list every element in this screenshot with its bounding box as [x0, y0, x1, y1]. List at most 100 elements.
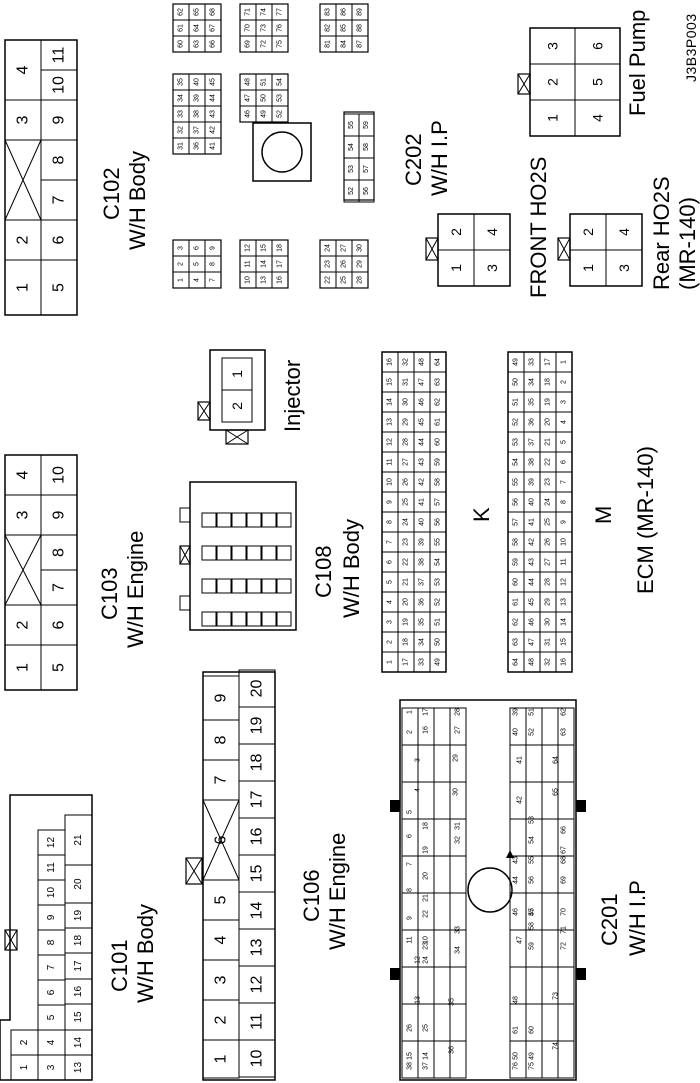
- locking-tab-mark: [4, 929, 18, 951]
- pin-number: 40: [194, 78, 201, 86]
- pin-number: 5: [561, 440, 568, 444]
- pin-number: 72: [561, 942, 568, 950]
- pin-number: 81: [325, 40, 332, 48]
- pin-number: 70: [245, 24, 252, 32]
- pin-number: 2: [580, 228, 596, 236]
- pin-number: 16: [561, 658, 568, 666]
- pin-cavity: [449, 781, 467, 820]
- pin-number: 43: [529, 558, 536, 566]
- pin-number: 14: [261, 260, 268, 268]
- pin-cavity: [201, 545, 217, 561]
- pin-number: 7: [210, 278, 217, 282]
- pin-number: 20: [403, 598, 410, 606]
- pin-number: 16: [423, 726, 430, 734]
- pin-number: 8: [51, 548, 68, 557]
- pin-number: 37: [419, 578, 426, 586]
- pin-number: 52: [529, 728, 536, 736]
- pin-number: 7: [46, 964, 57, 970]
- pin-number: 33: [419, 658, 426, 666]
- pin-cavity: [231, 578, 247, 594]
- pin-number: 54: [348, 143, 355, 151]
- pin-number: 22: [423, 910, 430, 918]
- pin-number: 66: [561, 826, 568, 834]
- grommet: [261, 131, 303, 173]
- pin-number: 7: [51, 583, 68, 592]
- pin-cavity: [557, 1003, 575, 1042]
- pin-number: 46: [529, 618, 536, 626]
- pin-number: 29: [357, 260, 364, 268]
- pin-number: 45: [529, 908, 536, 916]
- pin-cavity: [238, 669, 276, 708]
- locking-tab-mark: [179, 545, 191, 565]
- pin-number: 73: [261, 24, 268, 32]
- locking-tab: [4, 929, 18, 951]
- pin-number: 87: [357, 40, 364, 48]
- fuel-pump-label: Fuel Pump: [625, 9, 650, 116]
- pin-number: 10: [387, 478, 394, 486]
- pin-number: 22: [545, 458, 552, 466]
- pin-number: 26: [545, 538, 552, 546]
- pin-number: 12: [561, 578, 568, 586]
- pin-number: 18: [545, 378, 552, 386]
- pin-number: 28: [545, 578, 552, 586]
- pin-number: 14: [73, 1037, 84, 1049]
- pin-number: 11: [407, 936, 414, 943]
- pin-number: 15: [407, 1052, 414, 1060]
- pin-number: 26: [407, 1024, 414, 1032]
- pin-cavity: [401, 1003, 419, 1042]
- pin-number: 51: [261, 78, 268, 86]
- pin-number: 74: [261, 8, 268, 16]
- pin-number: 9: [51, 510, 68, 519]
- pin-number: 16: [73, 986, 84, 998]
- pin-cavity: [276, 578, 292, 594]
- pin-number: 66: [210, 40, 217, 48]
- pin-number: 17: [277, 260, 284, 268]
- pin-number: 9: [387, 500, 394, 504]
- pin-cavity: [246, 512, 262, 528]
- pin-number: 31: [403, 378, 410, 386]
- pin-number: 24: [403, 518, 410, 526]
- pin-number: 64: [553, 756, 560, 764]
- guide-post: [179, 507, 191, 523]
- pin-cavity: [204, 3, 222, 21]
- pin-number: 18: [403, 638, 410, 646]
- pin-number: 23: [403, 538, 410, 546]
- pin-number: 30: [357, 244, 364, 252]
- pin-number: 50: [261, 94, 268, 102]
- pin-number: 68: [561, 856, 568, 864]
- pin-cavity: [557, 966, 575, 1005]
- pin-number: 8: [561, 500, 568, 504]
- pin-number: 12: [387, 438, 394, 446]
- pin-cavity: [351, 239, 369, 257]
- pin-number: 28: [357, 276, 364, 284]
- pin-number: 63: [561, 728, 568, 736]
- pin-number: 62: [178, 8, 185, 16]
- pin-number: 1: [178, 278, 185, 282]
- pin-number: 3: [415, 758, 422, 762]
- pin-number: 16: [249, 828, 266, 846]
- pin-number: 8: [210, 262, 217, 266]
- c103-harness-label: W/H Engine: [123, 530, 148, 648]
- pin-number: 1: [19, 1064, 30, 1070]
- pin-cavity: [541, 707, 559, 746]
- pin-number: 58: [363, 143, 370, 151]
- locking-tab: [225, 429, 249, 445]
- pin-cavity: [525, 1003, 543, 1042]
- ecm-k-label: K: [469, 507, 494, 522]
- pin-cavity: [605, 213, 643, 251]
- pin-number: 50: [513, 378, 520, 386]
- c102-label: C102: [99, 167, 124, 220]
- pin-number: 38: [529, 458, 536, 466]
- pin-number: 56: [529, 876, 536, 884]
- pin-cavity: [473, 213, 511, 251]
- pin-number: 59: [363, 121, 370, 129]
- pin-number: 43: [513, 856, 520, 864]
- pin-number: 40: [513, 728, 520, 736]
- pin-cavity: [261, 545, 277, 561]
- pin-cavity: [204, 239, 222, 257]
- pin-number: 9: [51, 115, 68, 124]
- pin-cavity: [433, 855, 451, 894]
- pin-number: 18: [249, 754, 266, 772]
- pin-cavity: [433, 892, 451, 931]
